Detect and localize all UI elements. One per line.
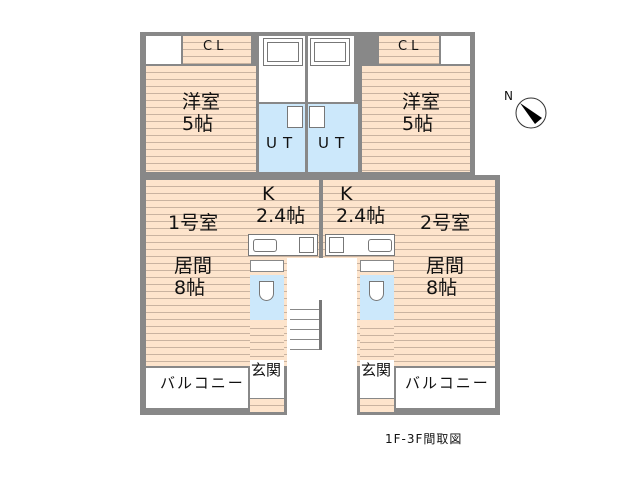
unit2-stove-icon	[329, 237, 344, 253]
unit2-utility-label: UT	[318, 134, 351, 152]
unit2-living-size: 8帖	[426, 277, 458, 299]
unit2-storage	[441, 36, 470, 64]
unit1-living-label: 居間	[174, 255, 213, 277]
staircase	[290, 300, 322, 350]
unit2-western-room	[362, 66, 470, 172]
unit1-closet-label: CL	[203, 39, 228, 54]
unit1-kitchen-label: K	[262, 183, 275, 205]
unit1-stove-icon	[299, 237, 314, 253]
unit1-washbasin-icon	[287, 106, 303, 128]
unit1-utility-label: UT	[266, 134, 299, 152]
unit2-entrance-label: 玄関	[361, 361, 392, 379]
unit2-toilet-shelf	[360, 260, 394, 272]
unit1-toilet-icon	[259, 281, 274, 301]
unit1-entrance-step	[250, 399, 284, 412]
unit2-name: 2号室	[420, 212, 471, 234]
unit1-kitchen-counter	[248, 234, 318, 256]
unit2-western-label: 洋室	[402, 91, 441, 113]
unit2-balcony	[396, 368, 495, 408]
unit2-entrance-step	[360, 399, 394, 412]
unit1-toilet-shelf	[250, 260, 284, 272]
unit2-western-size: 5帖	[402, 113, 434, 135]
unit1-entrance	[250, 360, 284, 398]
unit1-storage	[146, 36, 181, 64]
unit2-entrance	[360, 360, 394, 398]
unit1-western-room	[146, 66, 256, 172]
unit1-closet	[183, 36, 251, 64]
unit1-entrance-hall	[250, 322, 284, 360]
unit2-toilet-icon	[369, 281, 384, 301]
unit2-entrance-hall	[360, 322, 394, 360]
unit2-kitchen-label: K	[340, 183, 353, 205]
unit2-washbasin-icon	[309, 106, 325, 128]
unit1-entrance-label: 玄関	[251, 361, 282, 379]
unit2-living-label: 居間	[426, 255, 465, 277]
compass-label: N	[504, 89, 513, 103]
unit1-western-size: 5帖	[182, 113, 214, 135]
unit1-balcony	[146, 368, 248, 408]
unit1-bathtub-icon	[263, 38, 303, 66]
unit2-kitchen-counter	[325, 234, 395, 256]
unit2-bathtub-icon	[310, 38, 350, 66]
unit1-kitchen-size: 2.4帖	[256, 205, 306, 227]
north-arrow-icon	[515, 97, 547, 129]
unit1-name: 1号室	[168, 212, 219, 234]
unit2-kitchen-size: 2.4帖	[336, 205, 386, 227]
unit1-living-size: 8帖	[174, 277, 206, 299]
unit1-western-label: 洋室	[182, 91, 221, 113]
plan-caption: 1F-3F間取図	[385, 432, 463, 446]
unit1-balcony-label: バルコニー	[160, 374, 245, 392]
unit2-closet-label: CL	[398, 39, 423, 54]
unit2-balcony-label: バルコニー	[405, 374, 490, 392]
unit2-closet	[379, 36, 439, 64]
